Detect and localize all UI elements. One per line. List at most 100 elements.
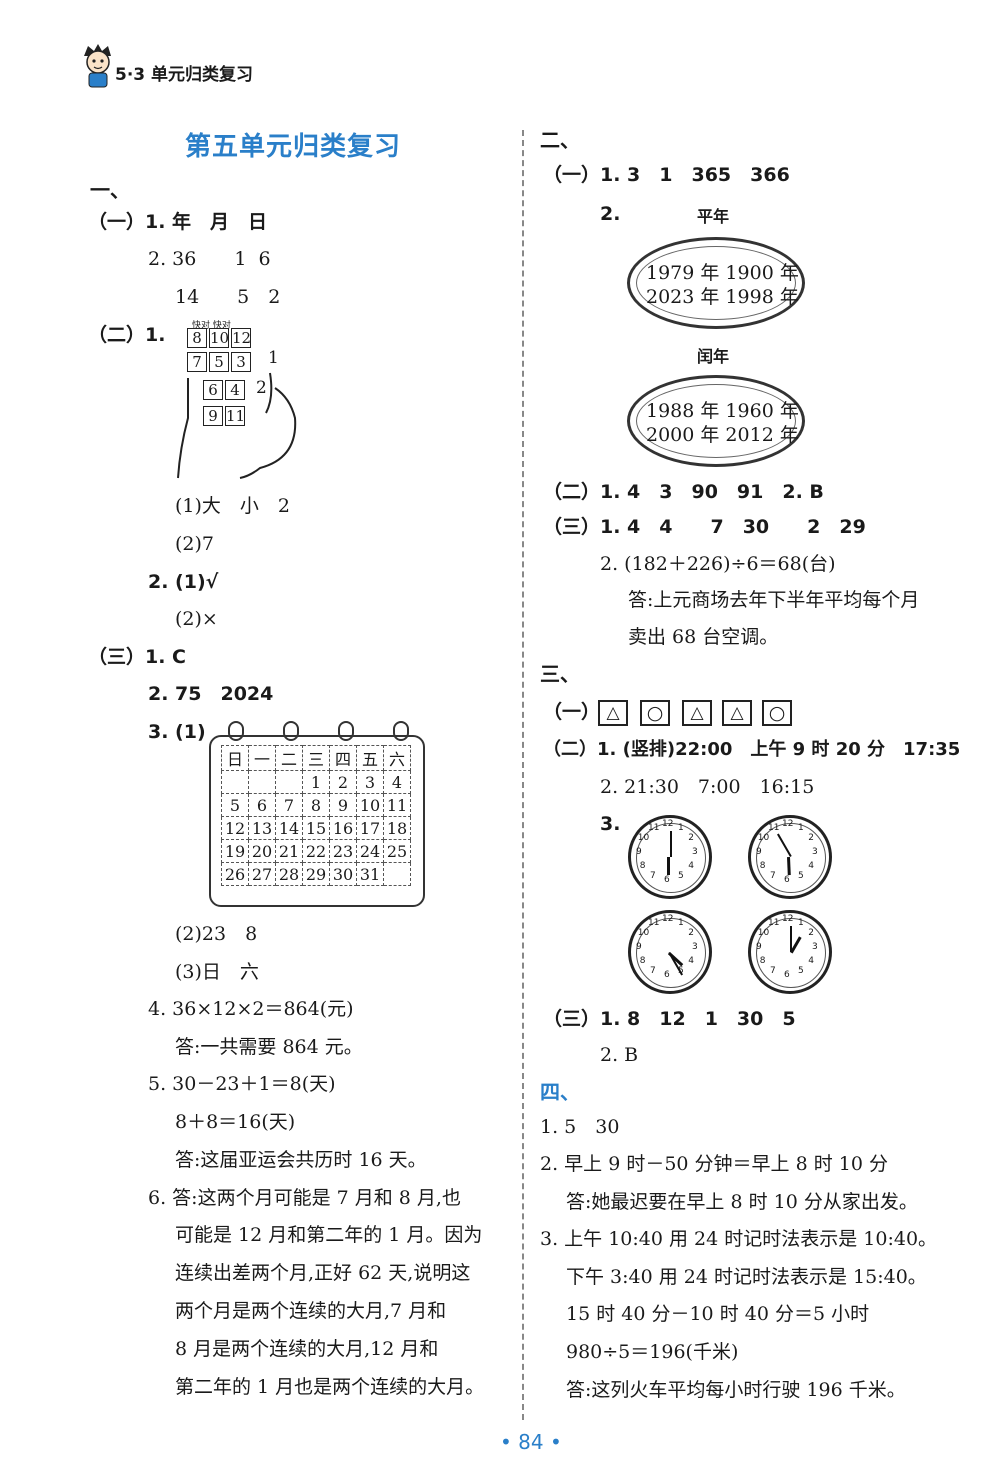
answer-line: 2. 21:30 7:00 16:15 <box>600 776 815 798</box>
calendar-cell: 6 <box>248 793 276 817</box>
clock-number: 6 <box>784 970 790 980</box>
clock-number: 6 <box>664 970 670 980</box>
answer-line: 14 5 2 <box>175 286 281 308</box>
answer-line: 2. (182＋226)÷6＝68(台) <box>600 553 836 575</box>
calendar-header-cell: 日 <box>221 745 249 771</box>
calendar-cell: 22 <box>302 839 330 863</box>
clock-number: 9 <box>756 847 762 857</box>
clock-number: 4 <box>808 956 814 966</box>
clock-number: 3 <box>812 847 818 857</box>
calendar-cell: 3 <box>356 770 384 794</box>
answer-line: （一）1. 年 月 日 <box>88 211 268 233</box>
answer-line: (3)日 六 <box>175 961 259 983</box>
clock-number: 5 <box>678 871 684 882</box>
hour-hand <box>667 857 670 875</box>
ellipse-text: 2000 年 2012 年 <box>646 424 799 446</box>
clock-number: 10 <box>637 928 650 938</box>
clock-number: 8 <box>759 956 766 966</box>
calendar-cell: 11 <box>383 793 411 817</box>
answer-line: 8 月是两个连续的大月,12 月和 <box>175 1338 439 1360</box>
calendar-cell <box>248 770 276 794</box>
calendar-header-cell: 三 <box>302 745 330 771</box>
answer-line: (2)× <box>175 608 218 630</box>
ellipse-text: 2023 年 1998 年 <box>646 286 799 308</box>
clock-number: 7 <box>650 966 656 977</box>
calendar-cell: 16 <box>329 816 357 840</box>
clock-number: 1 <box>798 822 804 833</box>
answer-line: 3. <box>600 813 621 835</box>
calendar-cell: 8 <box>302 793 330 817</box>
answer-line: 答:这届亚运会共历时 16 天。 <box>175 1149 427 1171</box>
hand-cell: 3 <box>231 352 251 372</box>
answer-line: 15 时 40 分－10 时 40 分＝5 小时 <box>566 1303 870 1325</box>
answer-line: 2. 36 1 6 <box>148 248 271 270</box>
answer-line: （二）1. (竖排)22:00 上午 9 时 20 分 17:35 <box>543 739 961 760</box>
shape-box: △ <box>722 700 752 726</box>
clock-number: 11 <box>648 917 660 928</box>
answer-line: 3. 上午 10:40 用 24 时记时法表示是 10:40。 <box>540 1228 938 1250</box>
clock-number: 9 <box>756 942 762 952</box>
calendar-cell: 1 <box>302 770 330 794</box>
answer-line: （一） <box>543 701 601 723</box>
calendar-cell: 28 <box>275 862 303 886</box>
clock-number: 2 <box>688 928 694 938</box>
calendar-cell <box>383 862 411 886</box>
clock-number: 6 <box>784 875 790 885</box>
calendar-cell: 18 <box>383 816 411 840</box>
clock-number: 10 <box>757 928 770 938</box>
clock-number: 2 <box>688 833 694 843</box>
hand-cell: 7 <box>187 352 207 372</box>
answer-line: 可能是 12 月和第二年的 1 月。因为 <box>175 1224 483 1246</box>
clock-number: 7 <box>770 871 776 882</box>
clock-rim <box>756 918 826 988</box>
calendar-cell: 25 <box>383 839 411 863</box>
answer-line: 第二年的 1 月也是两个连续的大月。 <box>175 1376 485 1398</box>
answer-line: (1)大 小 2 <box>175 495 291 517</box>
hand-cell: 6 <box>203 380 223 400</box>
hand-cell: 5 <box>209 352 229 372</box>
clock-number: 1 <box>798 917 804 928</box>
hand-cell: 4 <box>225 380 245 400</box>
calendar-cell: 27 <box>248 862 276 886</box>
calendar: 日 一 二 三 四 五 六 1 2 3 4 5 6 7 8 9 10 11 12 <box>209 735 425 907</box>
calendar-header-cell: 六 <box>383 745 411 771</box>
clock-number: 4 <box>688 956 694 966</box>
clock-number: 9 <box>636 942 642 952</box>
answer-line: 答:这列火车平均每小时行驶 196 千米。 <box>566 1379 906 1401</box>
answer-line: 2. 75 2024 <box>148 683 274 705</box>
calendar-cell: 15 <box>302 816 330 840</box>
ellipse-label: 平年 <box>697 207 730 226</box>
clock-number: 8 <box>759 861 766 871</box>
clock-number: 1 <box>678 917 684 928</box>
calendar-cell: 7 <box>275 793 303 817</box>
answer-line: （三）1. C <box>88 646 186 668</box>
clock-number: 6 <box>664 875 670 885</box>
hand-note: 快对 快对 <box>192 321 231 331</box>
hand-cell: 10 <box>209 328 230 348</box>
clock-number: 5 <box>798 871 804 882</box>
clock-number: 2 <box>808 928 814 938</box>
clock-number: 7 <box>650 871 656 882</box>
header-title: 5·3 单元归类复习 <box>115 65 254 85</box>
ellipse-border <box>636 246 796 320</box>
answer-line: 卖出 68 台空调。 <box>628 626 779 648</box>
calendar-header-cell: 五 <box>356 745 384 771</box>
answer-line: 8＋8＝16(天) <box>175 1111 296 1133</box>
answer-line: （三）1. 8 12 1 30 5 <box>543 1008 796 1030</box>
clock-rim <box>636 918 706 988</box>
clock-number: 4 <box>688 861 694 871</box>
clock-number: 10 <box>637 833 650 843</box>
answer-line: 连续出差两个月,正好 62 天,说明这 <box>175 1262 471 1284</box>
clock-number: 12 <box>782 819 794 829</box>
hand-cell: 9 <box>203 406 223 426</box>
answer-line: 1. 5 30 <box>540 1116 620 1138</box>
clock-number: 12 <box>782 914 794 924</box>
calendar-cell: 10 <box>356 793 384 817</box>
clock-number: 12 <box>662 914 674 924</box>
clock-number: 2 <box>808 833 814 843</box>
shape-box: ○ <box>762 700 792 726</box>
calendar-cell: 14 <box>275 816 303 840</box>
calendar-cell <box>275 770 303 794</box>
